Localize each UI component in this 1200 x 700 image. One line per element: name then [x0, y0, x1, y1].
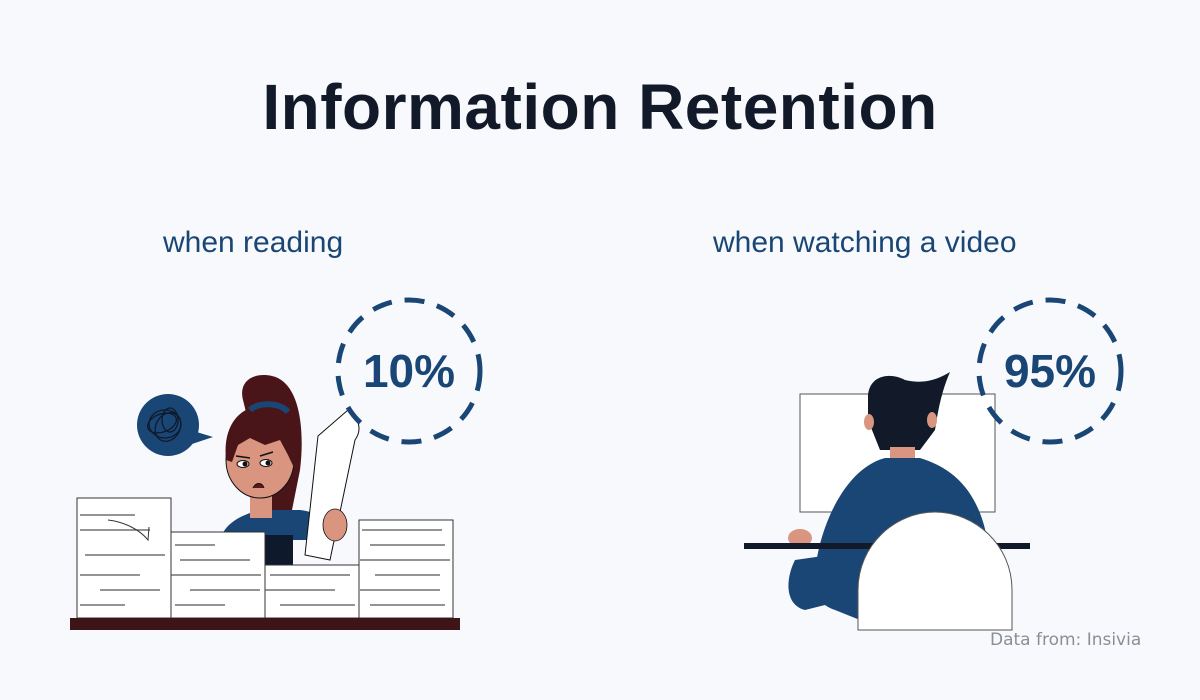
page-title: Information Retention	[262, 71, 938, 143]
dashed-circle-icon	[335, 297, 483, 445]
reading-percent-value: 10%	[362, 345, 456, 397]
dashed-circle-icon	[976, 297, 1124, 445]
video-percent-badge: 95%	[975, 296, 1125, 446]
reading-percent-badge: 10%	[334, 296, 484, 446]
video-percent-value: 95%	[1003, 345, 1097, 397]
source-credit: Data from: Insivia	[990, 630, 1142, 650]
confused-thought-bubble-icon	[137, 394, 213, 456]
reading-label: when reading	[163, 226, 344, 259]
video-label: when watching a video	[713, 226, 1017, 259]
